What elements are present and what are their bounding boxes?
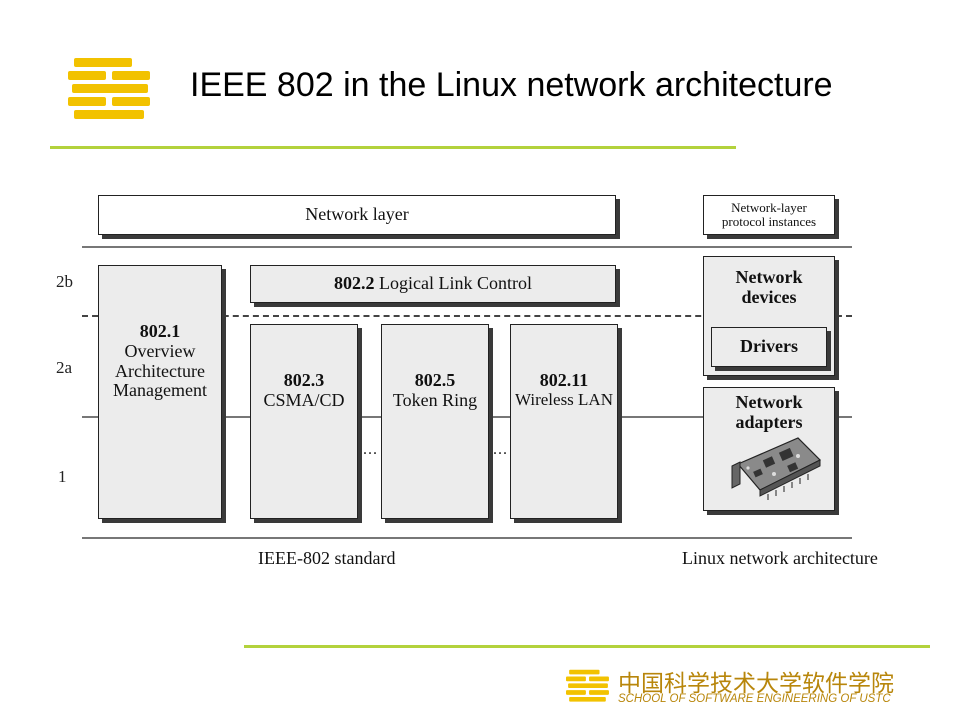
slide-title: IEEE 802 in the Linux network architectu… xyxy=(190,66,833,104)
protocol-instances-line-2: protocol instances xyxy=(721,214,817,229)
footer-logo-icon xyxy=(566,669,609,702)
layer-line-top xyxy=(82,246,852,248)
protocol-instances-line-1: Network-layer xyxy=(731,199,807,215)
layer-line-dashed xyxy=(82,315,852,317)
network-devices-line-1: Network xyxy=(735,267,803,287)
footer-school-name-cn: 中国科学技术大学软件学院 xyxy=(618,671,894,697)
footer-school-name-en: SCHOOL OF SOFTWARE ENGINEERING OF USTC xyxy=(618,693,891,705)
std-8025-label: Token Ring xyxy=(392,389,478,410)
llc-label: Logical Link Control xyxy=(379,273,532,294)
level-label-2b: 2b xyxy=(56,272,73,291)
level-label-1: 1 xyxy=(58,467,67,486)
std-8025-box: 802.5 Token Ring xyxy=(381,324,489,519)
std-8021-number: 802.1 xyxy=(139,321,181,341)
ellipsis-right: ... xyxy=(493,441,508,458)
network-layer-label: Network layer xyxy=(305,204,409,225)
network-adapters-line-2: adapters xyxy=(735,411,803,432)
ellipsis-left: ... xyxy=(363,441,378,458)
school-logo-icon xyxy=(68,58,150,119)
drivers-box: Drivers xyxy=(711,327,827,367)
level-label-2a: 2a xyxy=(56,358,73,377)
caption-ieee-standard: IEEE-802 standard xyxy=(258,548,396,568)
llc-number: 802.2 xyxy=(334,273,375,294)
std-80211-number: 802.11 xyxy=(539,370,589,390)
footer-divider xyxy=(244,645,930,648)
std-80211-box: 802.11 Wireless LAN xyxy=(510,324,618,519)
network-devices-line-2: devices xyxy=(741,286,797,307)
std-8021-line-3: Management xyxy=(113,380,207,401)
layer-line-bottom xyxy=(82,537,852,539)
caption-linux-architecture: Linux network architecture xyxy=(682,548,878,568)
std-8021-line-1: Overview xyxy=(124,340,196,361)
network-layer-box: Network layer xyxy=(98,195,616,235)
std-8025-number: 802.5 xyxy=(414,370,456,390)
llc-box: 802.2 Logical Link Control xyxy=(250,265,616,303)
std-8023-number: 802.3 xyxy=(283,370,325,390)
std-8023-box: 802.3 CSMA/CD xyxy=(250,324,358,519)
std-8023-label: CSMA/CD xyxy=(263,389,345,410)
network-adapters-line-1: Network xyxy=(735,392,803,412)
network-card-icon xyxy=(731,437,822,500)
std-80211-label: Wireless LAN xyxy=(515,389,613,409)
protocol-instances-box: Network-layer protocol instances xyxy=(703,195,835,235)
drivers-label: Drivers xyxy=(740,336,798,357)
std-8021-line-2: Architecture xyxy=(115,360,205,381)
title-divider xyxy=(50,146,736,149)
std-8021-box: 802.1 Overview Architecture Management xyxy=(98,265,222,519)
